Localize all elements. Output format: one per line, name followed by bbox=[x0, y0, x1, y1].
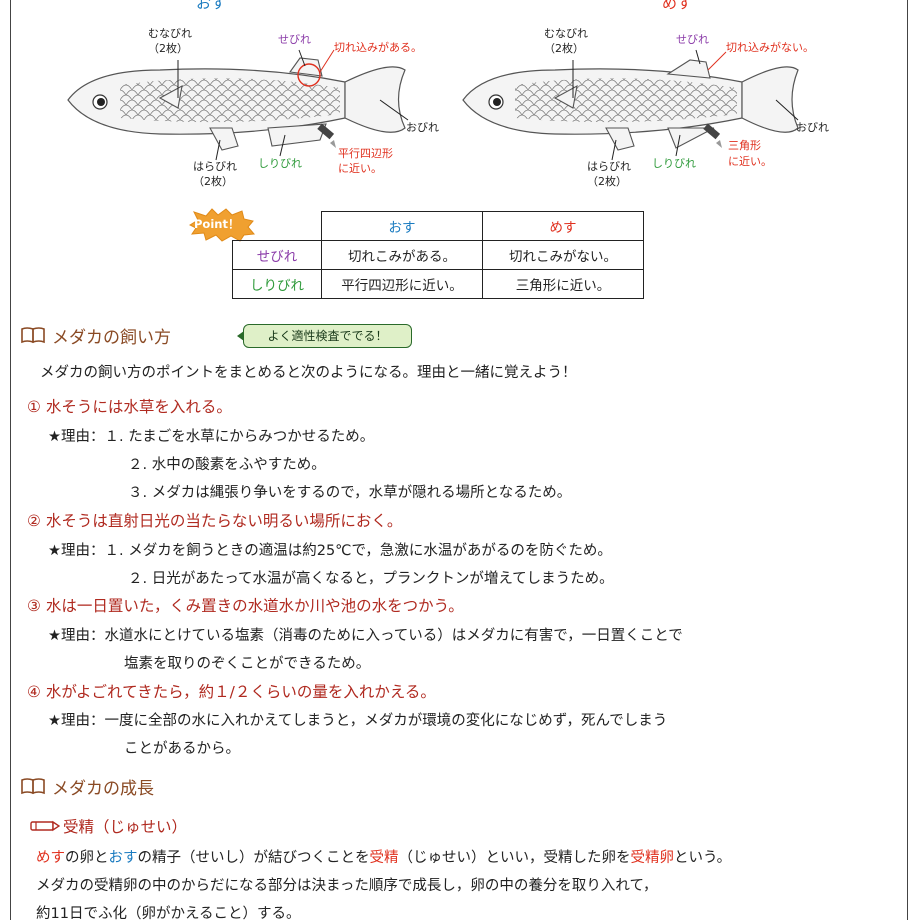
point-badge-label: Point！ bbox=[194, 217, 240, 231]
growth-text-segment: という。 bbox=[674, 850, 732, 866]
care-reason: ★理由：水道水にとけている塩素（消毒のために入っている）はメダカに有害で，一日置… bbox=[48, 628, 683, 644]
female-dorsal-label: せびれ bbox=[676, 33, 709, 46]
care-reason: 塩素を取りのぞくことができるため。 bbox=[124, 656, 371, 672]
exam-tag: よく適性検査ででる！ bbox=[243, 324, 412, 348]
male-gender-label: おす bbox=[196, 0, 227, 12]
growth-paragraph-3: 約11日でふ化（卵がかえること）する。 bbox=[36, 906, 301, 920]
care-reason: ★理由：一度に全部の水に入れかえてしまうと，メダカが環境の変化になじめず，死んで… bbox=[48, 713, 668, 729]
sub-title-fertilization: 受精（じゅせい） bbox=[63, 818, 188, 836]
male-dorsal-note: 切れ込みがある。 bbox=[334, 41, 422, 54]
male-pelvic-label: はらびれ bbox=[193, 160, 237, 173]
table-header-row: おす めす bbox=[232, 211, 644, 241]
fin-comparison-table: おす めす せびれ 切れこみがある。 切れこみがない。 しりびれ 平行四辺形に近… bbox=[232, 211, 644, 299]
tag-pointer bbox=[237, 331, 244, 341]
female-anal-note-2: に近い。 bbox=[728, 155, 772, 168]
table-header-female: めす bbox=[482, 211, 644, 241]
table-row-label: せびれ bbox=[232, 240, 322, 270]
table-cell-male: 切れこみがある。 bbox=[321, 240, 483, 270]
growth-paragraph-1: めすの卵とおすの精子（せいし）が結びつくことを受精（じゅせい）といい，受精した卵… bbox=[36, 849, 731, 867]
male-pencil-icon bbox=[317, 123, 336, 148]
male-anal-note-2: に近い。 bbox=[338, 162, 382, 175]
female-anal-note-1: 三角形 bbox=[728, 139, 761, 152]
male-anal-note-1: 平行四辺形 bbox=[338, 147, 393, 160]
growth-text-segment: おす bbox=[108, 850, 138, 866]
table-cell-male: 平行四辺形に近い。 bbox=[321, 269, 483, 299]
growth-text-segment: の精子（せいし）が結びつくことを bbox=[137, 850, 370, 866]
female-tail-fin bbox=[741, 66, 799, 133]
right-border bbox=[907, 0, 908, 920]
growth-text-segment: （じゅせい）といい，受精した卵を bbox=[398, 850, 631, 866]
growth-text-segment: 受精 bbox=[369, 850, 399, 866]
care-point-heading: ④ 水がよごれてきたら，約１/２くらいの量を入れかえる。 bbox=[27, 683, 436, 701]
male-pectoral-fin bbox=[158, 84, 183, 109]
care-reason: ことがあるから。 bbox=[124, 741, 240, 757]
male-anal-label: しりびれ bbox=[258, 157, 302, 170]
female-pelvic-fin bbox=[605, 127, 635, 151]
open-book-icon bbox=[21, 778, 45, 795]
female-pectoral-label: むなびれ bbox=[544, 27, 588, 40]
female-tail-label: おびれ bbox=[796, 121, 829, 134]
open-book-icon bbox=[21, 327, 45, 344]
care-reason: ★理由：１. メダカを飼うときの適温は約25℃で，急激に水温があがるのを防ぐため… bbox=[48, 543, 612, 559]
table-header-empty bbox=[232, 211, 322, 241]
female-gender-label: めす bbox=[662, 0, 693, 12]
female-pelvic-count: （2枚） bbox=[587, 175, 627, 188]
table-header-male: おす bbox=[321, 211, 483, 241]
female-fish bbox=[462, 49, 799, 161]
table-row-label: しりびれ bbox=[232, 269, 322, 299]
care-reason: ２. 水中の酸素をふやすため。 bbox=[128, 457, 326, 473]
care-intro: メダカの飼い方のポイントをまとめると次のようになる。理由と一緒に覚えよう！ bbox=[40, 365, 577, 381]
male-pelvic-count: （2枚） bbox=[193, 175, 233, 188]
female-pectoral-fin bbox=[553, 84, 578, 109]
female-pelvic-label: はらびれ bbox=[587, 160, 631, 173]
female-dorsal-note: 切れ込みがない。 bbox=[726, 41, 814, 54]
care-reason: ３. メダカは縄張り争いをするので，水草が隠れる場所となるため。 bbox=[128, 485, 572, 501]
care-point-heading: ① 水そうには水草を入れる。 bbox=[27, 398, 232, 416]
male-anal-fin bbox=[267, 123, 327, 147]
male-tail-fin bbox=[344, 66, 406, 133]
male-tail-label: おびれ bbox=[406, 121, 439, 134]
female-anal-label: しりびれ bbox=[652, 157, 696, 170]
female-anal-fin bbox=[667, 127, 715, 149]
male-notch-circle bbox=[297, 63, 321, 87]
table-cell-female: 三角形に近い。 bbox=[482, 269, 644, 299]
table-row: せびれ 切れこみがある。 切れこみがない。 bbox=[232, 240, 644, 270]
female-pectoral-count: （2枚） bbox=[544, 42, 584, 55]
care-reason: ★理由：１. たまごを水草にからみつかせるため。 bbox=[48, 429, 375, 445]
section-title-growth: メダカの成長 bbox=[52, 779, 154, 799]
male-fish bbox=[67, 49, 409, 161]
growth-text-segment: の卵と bbox=[65, 850, 109, 866]
growth-text-segment: 受精卵 bbox=[630, 850, 675, 866]
male-pectoral-label: むなびれ bbox=[148, 27, 192, 40]
care-point-heading: ② 水そうは直射日光の当たらない明るい場所におく。 bbox=[27, 512, 403, 530]
fish-diagram bbox=[67, 49, 799, 161]
table-row: しりびれ 平行四辺形に近い。 三角形に近い。 bbox=[232, 269, 644, 299]
growth-text-segment: めす bbox=[36, 850, 65, 866]
left-border bbox=[10, 0, 11, 920]
female-pencil-icon bbox=[703, 123, 722, 148]
care-reason: ２. 日光があたって水温が高くなると，プランクトンが増えてしまうため。 bbox=[128, 571, 614, 587]
growth-paragraph-2: メダカの受精卵の中のからだになる部分は決まった順序で成長し，卵の中の養分を取り入… bbox=[36, 878, 658, 894]
table-cell-female: 切れこみがない。 bbox=[482, 240, 644, 270]
male-dorsal-label: せびれ bbox=[278, 33, 311, 46]
section-title-care: メダカの飼い方 bbox=[52, 328, 171, 348]
care-point-heading: ③ 水は一日置いた，くみ置きの水道水か川や池の水をつかう。 bbox=[27, 597, 464, 615]
male-pelvic-fin bbox=[209, 127, 239, 151]
pencil-icon bbox=[30, 820, 60, 832]
female-dorsal-fin bbox=[666, 59, 711, 79]
male-pectoral-count: （2枚） bbox=[148, 42, 188, 55]
